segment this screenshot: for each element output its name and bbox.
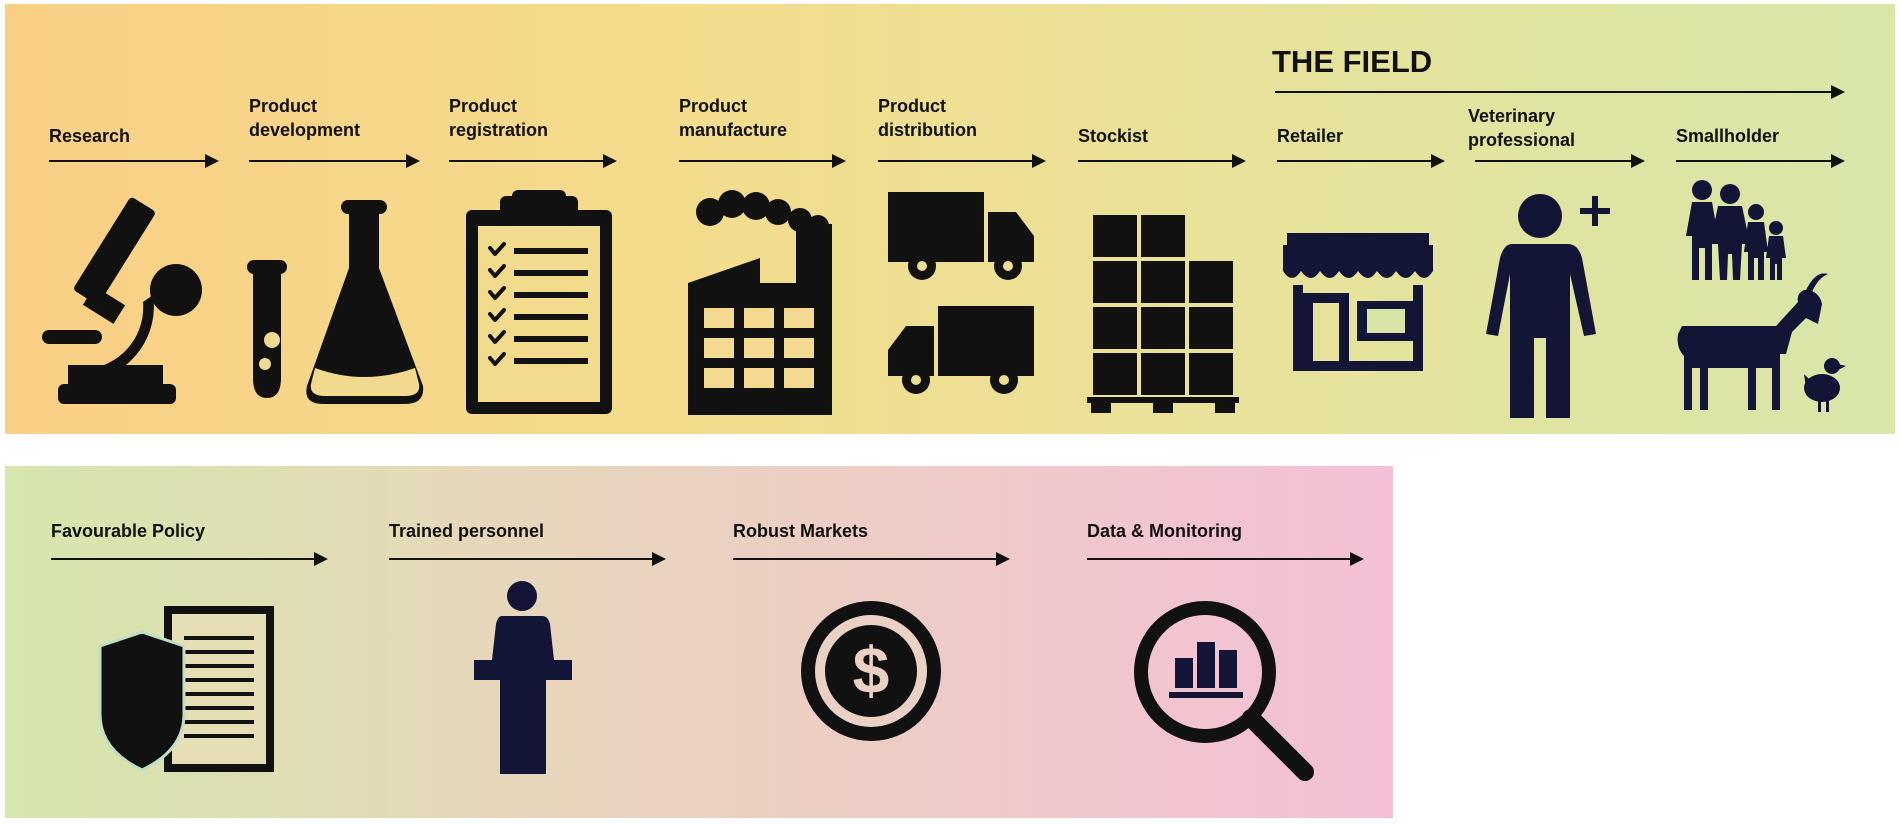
stage-arrow — [679, 154, 846, 168]
stage-label-research: Research — [49, 126, 131, 146]
stage-arrow — [1277, 154, 1445, 168]
trucks-icon — [886, 190, 1038, 402]
stage-label-trained-personnel: Trained personnel — [389, 521, 545, 541]
vet-person-plus-icon — [1482, 188, 1616, 420]
stage-label-retailer: Retailer — [1277, 126, 1344, 146]
pallet-boxes-icon — [1087, 213, 1239, 413]
person-podium-icon — [474, 580, 572, 774]
shop-icon — [1283, 233, 1433, 371]
stage-label-stockist: Stockist — [1078, 126, 1149, 146]
stage-label-data-monitoring: Data & Monitoring — [1087, 521, 1242, 541]
microscope-icon — [38, 190, 208, 410]
stage-arrow — [1475, 154, 1645, 168]
family-livestock-icon — [1672, 178, 1852, 414]
stage-arrow — [1676, 154, 1845, 168]
stage-label-product-manufacture: Product manufacture — [679, 96, 788, 140]
lab-flask-icon — [245, 198, 425, 410]
stage-arrow — [51, 552, 328, 566]
field-arrow — [1275, 85, 1845, 99]
stage-label-robust-markets: Robust Markets — [733, 521, 869, 541]
stage-arrow — [389, 552, 666, 566]
svg-text:$: $ — [853, 633, 890, 707]
stage-label-smallholder: Smallholder — [1676, 126, 1780, 146]
stage-arrow — [49, 154, 219, 168]
stage-label-product-development: Product development — [249, 96, 361, 140]
stage-arrow — [878, 154, 1046, 168]
stage-arrow — [1087, 552, 1364, 566]
factory-icon — [688, 190, 838, 415]
stage-arrow — [1078, 154, 1246, 168]
magnifier-chart-icon — [1133, 600, 1315, 786]
stage-label-product-registration: Product registration — [449, 96, 549, 140]
clipboard-checklist-icon — [466, 190, 612, 414]
policy-shield-document-icon — [98, 604, 278, 776]
stage-arrow — [733, 552, 1010, 566]
stage-arrow — [449, 154, 617, 168]
stage-label-product-distribution: Product distribution — [878, 96, 977, 140]
stage-arrow — [249, 154, 420, 168]
dollar-coin-icon: $ — [800, 600, 942, 742]
field-title: THE FIELD — [1272, 44, 1433, 79]
stage-label-favourable-policy: Favourable Policy — [51, 521, 206, 541]
stage-label-veterinary-professional: Veterinary professional — [1468, 106, 1576, 150]
